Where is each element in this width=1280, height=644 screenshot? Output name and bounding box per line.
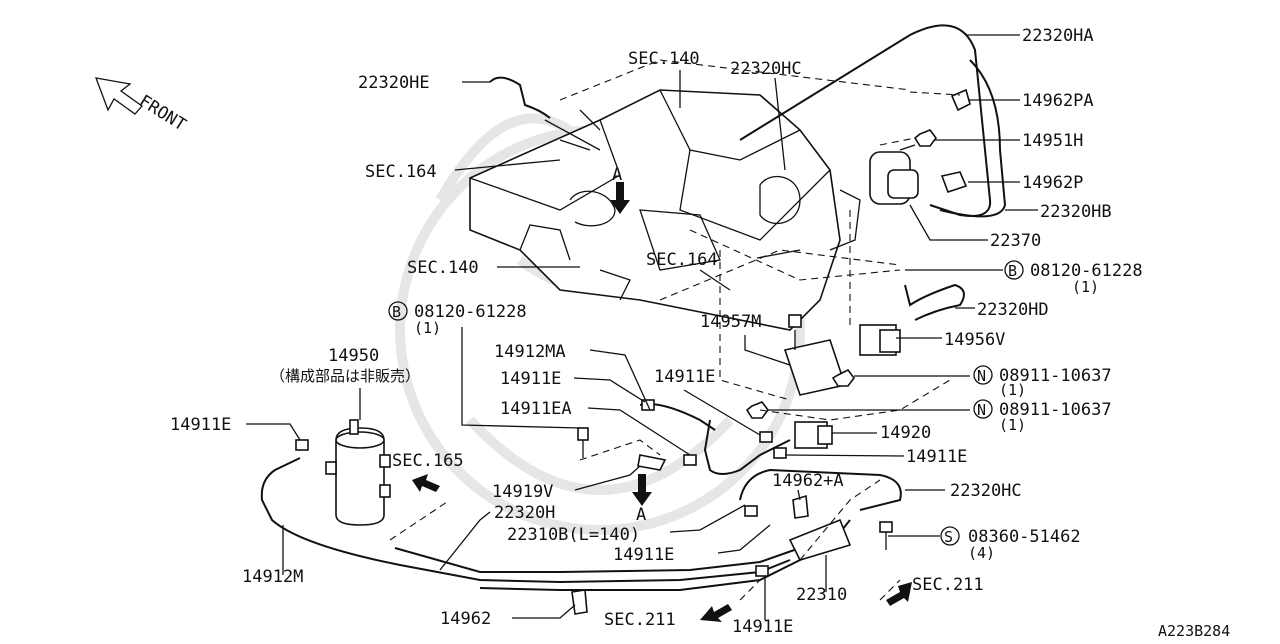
label-14919V: 14919V: [492, 482, 553, 502]
clip-14962PA: [950, 88, 971, 112]
label-14962PA: 14962PA: [1022, 91, 1094, 111]
label-14911E-f: 14911E: [732, 617, 793, 637]
fastener-n2-number: 08911-10637: [999, 400, 1112, 420]
label-14951H: 14951H: [1022, 131, 1083, 151]
label-22320HB: 22320HB: [1040, 202, 1112, 222]
fastener-s1-symbol: S: [944, 528, 953, 546]
sec165-arrow-icon: [412, 474, 440, 492]
label-14911E-e: 14911E: [613, 545, 674, 565]
label-sec140-top: SEC.140: [628, 49, 700, 69]
label-sec164-b: SEC.164: [646, 250, 718, 270]
label-22320HC-bottom: 22320HC: [950, 481, 1022, 501]
hose-14912M: [260, 457, 791, 584]
label-14920: 14920: [880, 423, 931, 443]
fastener-b2-symbol: B: [392, 303, 401, 321]
nut-14951H: [913, 129, 937, 147]
evap-canister-14950: [325, 419, 391, 526]
label-14911EA: 14911EA: [500, 399, 572, 419]
bracket-14919V: [577, 427, 667, 471]
canister-note: （構成部品は非販売）: [270, 367, 420, 385]
hose-22320HB: [939, 59, 1007, 218]
label-14957M: 14957M: [700, 312, 761, 332]
diagram-code: A223B284: [1158, 622, 1230, 639]
label-sec211-a: SEC.211: [604, 610, 676, 630]
view-arrow-top-icon: [610, 182, 630, 214]
fastener-n2-qty: (1): [999, 416, 1026, 434]
label-22320H: 22320H: [494, 503, 555, 523]
leader-lines: [246, 34, 1038, 620]
sec211a-arrow-icon: [700, 604, 732, 622]
label-14962P: 14962P: [1022, 173, 1083, 193]
fastener-b1-qty: (1): [1072, 278, 1099, 296]
hose-22320HD: [904, 283, 965, 321]
clip-14962A: [792, 494, 809, 519]
nut-n2: [745, 401, 769, 419]
fastener-b1-number: 08120-61228: [1030, 261, 1143, 281]
label-14911E-c: 14911E: [170, 415, 231, 435]
fastener-b2-qty: (1): [414, 319, 441, 337]
label-22320HE: 22320HE: [358, 73, 430, 93]
fastener-n1: N 08911-10637 (1): [973, 365, 1112, 399]
fastener-n1-symbol: N: [977, 367, 986, 385]
label-sec211-b: SEC.211: [912, 575, 984, 595]
hose-22320H: [394, 547, 801, 573]
front-arrow-icon: [94, 77, 143, 115]
fastener-b1: B 08120-61228 (1): [1004, 260, 1143, 296]
fastener-s1-qty: (4): [968, 544, 995, 562]
valve-14920: [794, 421, 833, 449]
label-22320HC-top: 22320HC: [730, 59, 802, 79]
clip-14962: [571, 589, 588, 615]
engine-block: [469, 89, 861, 331]
nut-n1: [831, 368, 855, 387]
fastener-s1: S 08360-51462 (4): [940, 526, 1081, 562]
view-a-top-label: A: [612, 165, 622, 185]
label-22320HA: 22320HA: [1022, 26, 1094, 46]
label-14911E-b: 14911E: [654, 367, 715, 387]
label-14950: 14950: [328, 346, 379, 366]
label-14962: 14962: [440, 609, 491, 629]
fastener-b2: B 08120-61228 (1): [388, 301, 527, 337]
fastener-n2-symbol: N: [977, 401, 986, 419]
fastener-n1-qty: (1): [999, 381, 1026, 399]
solenoid-valve-14956V: [859, 324, 901, 356]
label-22310: 22310: [796, 585, 847, 605]
label-14962A: 14962+A: [772, 471, 844, 491]
fastener-b1-symbol: B: [1008, 262, 1017, 280]
label-14912MA: 14912MA: [494, 342, 566, 362]
label-sec140-b: SEC.140: [407, 258, 479, 278]
bracket-22310: [788, 518, 893, 561]
label-14911E-d: 14911E: [906, 447, 967, 467]
label-14911E-a: 14911E: [500, 369, 561, 389]
label-22320HD: 22320HD: [977, 300, 1049, 320]
sec211b-arrow-icon: [886, 582, 912, 606]
clip-14962P: [940, 171, 968, 194]
label-22370: 22370: [990, 231, 1041, 251]
fastener-s1-number: 08360-51462: [968, 527, 1081, 547]
view-a-bottom-label: A: [636, 505, 646, 525]
hose-22310B: [703, 419, 791, 475]
fastener-n2: N 08911-10637 (1): [973, 399, 1112, 434]
label-14956V: 14956V: [944, 330, 1005, 350]
label-14912M: 14912M: [242, 567, 303, 587]
label-sec165: SEC.165: [392, 451, 464, 471]
front-label: FRONT: [135, 91, 189, 135]
view-arrow-bottom-icon: [632, 474, 652, 506]
hose-22320HC-lower: [739, 468, 902, 511]
fastener-b2-number: 08120-61228: [414, 302, 527, 322]
purge-canister-22370: [869, 144, 919, 205]
hose-22320HE: [489, 76, 551, 119]
label-sec164-a: SEC.164: [365, 162, 437, 182]
dashed-leaders: [389, 59, 961, 601]
fastener-n1-number: 08911-10637: [999, 366, 1112, 386]
label-22310B: 22310B(L=140): [507, 525, 640, 545]
